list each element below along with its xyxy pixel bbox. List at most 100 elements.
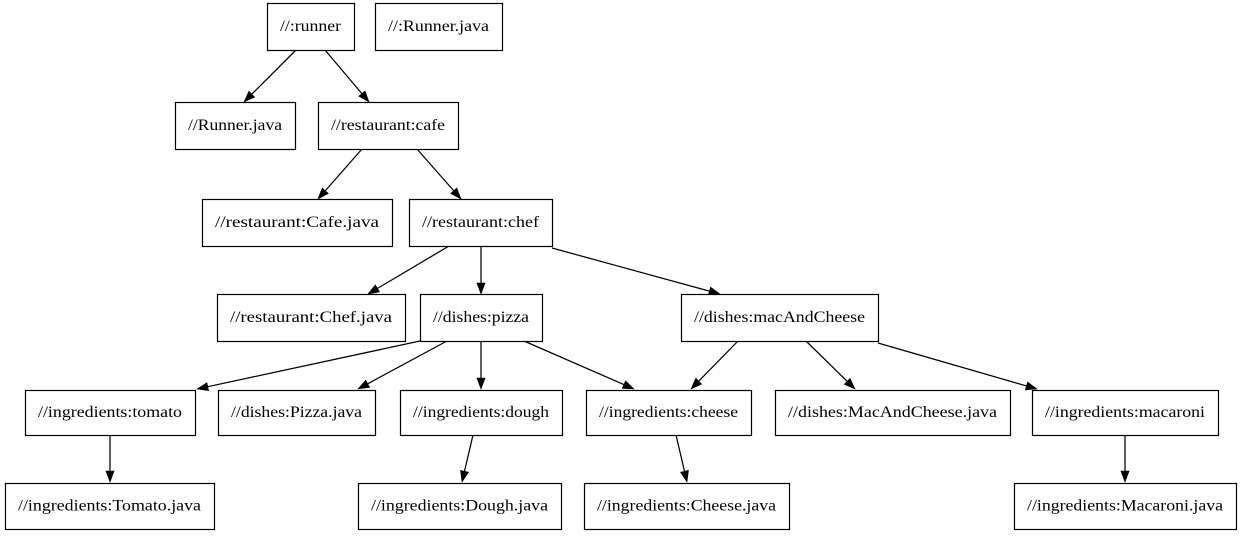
edge-arrowhead-icon [367,284,381,295]
graph-edge [805,340,856,390]
graph-edge [476,246,486,295]
edge-line [324,49,363,95]
node-box[interactable] [774,389,1012,437]
graph-edge [523,340,635,390]
graph-edge [675,434,689,483]
graph-edge [416,148,462,200]
edge-arrowhead-icon [1024,381,1038,391]
graph-node-CafeJava[interactable]: //restaurant:Cafe.java [201,198,394,248]
graph-node-macaroni[interactable]: //ingredients:macaroni [1031,389,1220,437]
graph-node-PizzaJava[interactable]: //dishes:Pizza.java [217,389,377,437]
node-box[interactable] [266,2,356,52]
edge-arrowhead-icon [358,90,370,103]
graph-edge [243,49,297,103]
graph-node-chef[interactable]: //restaurant:chef [408,198,554,248]
edge-line [207,340,421,388]
graph-node-runner[interactable]: //:runner [266,2,356,52]
nodes-layer: //:runner //:Runner.java //Runner.java //re… [4,2,1238,531]
graph-edge [476,341,486,390]
edge-line [675,434,686,472]
graph-node-DoughJava[interactable]: //ingredients:Dough.java [357,482,563,531]
node-box[interactable] [4,482,216,531]
graph-edge [367,245,450,295]
node-box[interactable] [1013,482,1238,531]
node-box[interactable] [357,482,563,531]
graph-node-RunnerJavaRoot[interactable]: //:Runner.java [374,2,504,52]
edge-arrowhead-icon [707,286,721,296]
graph-node-CheeseJava[interactable]: //ingredients:Cheese.java [583,482,791,531]
node-box[interactable] [216,293,407,343]
edge-line [324,148,363,192]
edge-arrowhead-icon [460,469,469,483]
edge-arrowhead-icon [843,377,856,390]
node-label: //ingredients:Dough.java [371,498,548,515]
edge-arrowhead-icon [243,90,256,103]
graph-edge [551,247,721,296]
edge-line [698,340,739,382]
edge-line [251,49,297,95]
edge-arrowhead-icon [690,377,703,390]
edge-arrowhead-icon [621,380,635,390]
edge-line [367,340,448,385]
node-box[interactable] [408,198,554,248]
edge-line [416,148,455,192]
graph-node-MacaroniJava[interactable]: //ingredients:Macaroni.java [1013,482,1238,531]
graph-edge [1120,435,1130,483]
node-label: //ingredients:cheese [599,404,738,421]
edge-line [523,340,625,386]
node-box[interactable] [1031,389,1220,437]
edge-arrowhead-icon [357,379,371,390]
graph-edge [324,49,370,103]
node-box[interactable] [419,293,544,343]
edges-layer [105,49,1130,483]
graph-node-dough[interactable]: //ingredients:dough [399,389,564,437]
graph-edge [357,340,448,390]
node-box[interactable] [374,2,504,52]
node-label: //ingredients:macaroni [1045,404,1206,421]
graph-node-TomatoJava[interactable]: //ingredients:Tomato.java [4,482,216,531]
graph-edge [460,434,474,483]
node-box[interactable] [201,198,394,248]
graph-node-pizza[interactable]: //dishes:pizza [419,293,544,343]
node-box[interactable] [399,389,564,437]
node-label: //Runner.java [188,117,282,134]
node-label: //restaurant:cafe [331,117,445,134]
edge-line [805,340,848,382]
graph-edge [105,435,115,483]
node-label: //ingredients:Macaroni.java [1027,498,1223,515]
edge-arrowhead-icon [476,282,486,295]
edge-line [377,245,450,289]
edge-arrowhead-icon [317,187,329,200]
graph-node-tomato[interactable]: //ingredients:tomato [24,389,197,437]
node-label: //ingredients:dough [413,404,549,421]
node-box[interactable] [317,101,460,151]
node-box[interactable] [24,389,197,437]
graph-node-cafe[interactable]: //restaurant:cafe [317,101,460,151]
node-label: //restaurant:chef [422,214,540,231]
node-label: //:runner [280,18,342,35]
edge-arrowhead-icon [476,377,486,390]
edge-line [877,342,1027,387]
node-box[interactable] [583,482,791,531]
graph-node-RunnerJava[interactable]: //Runner.java [174,101,297,151]
edge-arrowhead-icon [105,470,115,483]
graph-node-cheese[interactable]: //ingredients:cheese [585,389,753,437]
graph-node-MacAndCheeseJava[interactable]: //dishes:MacAndCheese.java [774,389,1012,437]
edge-arrowhead-icon [1120,470,1130,483]
node-label: //dishes:pizza [433,309,529,326]
node-label: //restaurant:Chef.java [230,309,392,326]
node-label: //:Runner.java [388,18,489,35]
edge-line [463,434,474,472]
node-label: //dishes:MacAndCheese.java [788,404,997,421]
graph-edge [877,342,1038,391]
node-box[interactable] [680,293,880,343]
graph-edge [196,340,421,392]
node-label: //dishes:Pizza.java [231,404,362,421]
graph-node-ChefJava[interactable]: //restaurant:Chef.java [216,293,407,343]
node-box[interactable] [217,389,377,437]
node-box[interactable] [174,101,297,151]
edge-arrowhead-icon [196,382,210,392]
node-box[interactable] [585,389,753,437]
graph-node-macAndCheese[interactable]: //dishes:macAndCheese [680,293,880,343]
